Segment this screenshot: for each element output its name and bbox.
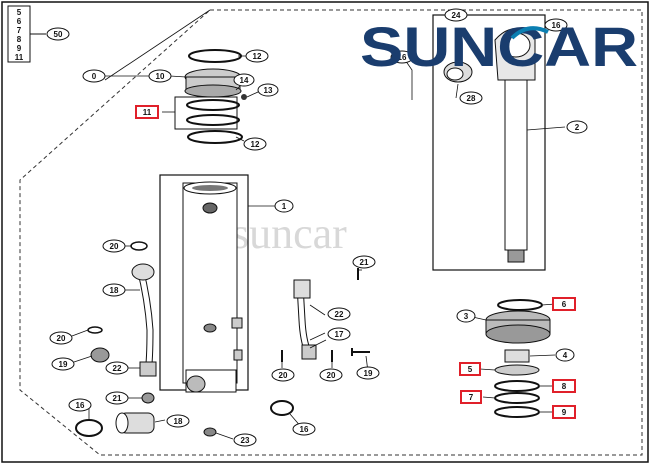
callout-14: 14 xyxy=(233,73,255,87)
callout-16-b: 16 xyxy=(292,422,316,436)
callout-23: 23 xyxy=(233,433,257,447)
callout-19-a: 19 xyxy=(51,357,75,371)
svg-text:13: 13 xyxy=(264,86,273,95)
svg-text:2: 2 xyxy=(575,123,580,132)
callout-20-b: 20 xyxy=(49,331,73,345)
svg-text:24: 24 xyxy=(452,11,461,20)
small-parts xyxy=(75,241,359,437)
legend-item: 7 xyxy=(17,26,22,35)
svg-text:16: 16 xyxy=(398,53,407,62)
suncar-logo: SUNCAR xyxy=(360,15,638,78)
svg-text:20: 20 xyxy=(57,334,66,343)
svg-text:19: 19 xyxy=(59,360,68,369)
legend-box: 5 6 7 8 9 11 50 xyxy=(7,5,70,63)
callout-20-d: 20 xyxy=(319,368,343,382)
callout-18-a: 18 xyxy=(102,283,126,297)
callout-9-highlight: 9 xyxy=(552,405,576,419)
svg-text:23: 23 xyxy=(241,436,250,445)
svg-text:16: 16 xyxy=(552,21,561,30)
assembly-dashed-border xyxy=(19,9,643,456)
callout-22-b: 22 xyxy=(327,307,351,321)
svg-text:12: 12 xyxy=(253,52,262,61)
piston-stack xyxy=(485,299,551,418)
svg-text:5: 5 xyxy=(468,365,473,374)
callout-13: 13 xyxy=(257,83,279,97)
callout-16-d: 16 xyxy=(544,18,568,32)
callout-24: 24 xyxy=(444,8,468,22)
svg-text:22: 22 xyxy=(113,364,122,373)
svg-text:21: 21 xyxy=(113,394,122,403)
svg-text:3: 3 xyxy=(464,312,469,321)
svg-text:16: 16 xyxy=(300,425,309,434)
hoses xyxy=(131,263,370,377)
svg-text:1: 1 xyxy=(282,202,287,211)
callout-12-bottom: 12 xyxy=(243,137,267,151)
callout-19-b: 19 xyxy=(356,366,380,380)
logo-text: SUNCAR xyxy=(360,15,638,78)
callout-22-a: 22 xyxy=(105,361,129,375)
callout-17: 17 xyxy=(327,327,351,341)
callout-20-a: 20 xyxy=(102,239,126,253)
svg-text:20: 20 xyxy=(110,242,119,251)
callout-4: 4 xyxy=(555,348,575,362)
svg-text:17: 17 xyxy=(335,330,344,339)
svg-text:12: 12 xyxy=(251,140,260,149)
leader-lines xyxy=(71,9,566,440)
legend-item: 8 xyxy=(17,35,22,44)
callout-8-highlight: 8 xyxy=(552,379,576,393)
callout-0: 0 xyxy=(82,69,106,83)
legend-item: 11 xyxy=(15,53,24,62)
svg-text:18: 18 xyxy=(174,417,183,426)
callout-11-highlight: 11 xyxy=(135,105,159,119)
logo-swoosh xyxy=(510,26,549,40)
callout-10: 10 xyxy=(148,69,172,83)
watermark: suncar xyxy=(232,209,347,258)
svg-text:19: 19 xyxy=(364,369,373,378)
svg-text:20: 20 xyxy=(279,371,288,380)
callout-1: 1 xyxy=(274,199,294,213)
callout-21-a: 21 xyxy=(105,391,129,405)
callout-20-c: 20 xyxy=(271,368,295,382)
callout-21-b: 21 xyxy=(352,255,376,269)
svg-text:16: 16 xyxy=(76,401,85,410)
callout-6-highlight: 6 xyxy=(552,297,576,311)
svg-text:28: 28 xyxy=(467,94,476,103)
svg-text:9: 9 xyxy=(562,408,567,417)
svg-text:8: 8 xyxy=(562,382,567,391)
svg-text:20: 20 xyxy=(327,371,336,380)
callout-16-a: 16 xyxy=(68,398,92,412)
callouts: 0 10 12 14 13 11 12 1 20 18 20 19 22 21 … xyxy=(49,8,588,447)
svg-text:22: 22 xyxy=(335,310,344,319)
svg-text:10: 10 xyxy=(156,72,165,81)
callout-7-highlight: 7 xyxy=(460,390,482,404)
svg-text:4: 4 xyxy=(563,351,568,360)
callout-5-highlight: 5 xyxy=(459,362,481,376)
legend-item: 5 xyxy=(17,8,22,17)
callout-28: 28 xyxy=(459,91,483,105)
piston-rod xyxy=(432,14,546,271)
callout-12-top: 12 xyxy=(245,49,269,63)
svg-text:14: 14 xyxy=(240,76,249,85)
svg-text:21: 21 xyxy=(360,258,369,267)
gland-top xyxy=(174,49,247,144)
svg-text:7: 7 xyxy=(469,393,474,402)
callout-3: 3 xyxy=(456,309,476,323)
svg-text:0: 0 xyxy=(92,72,97,81)
callout-18-b: 18 xyxy=(166,414,190,428)
callout-50: 50 xyxy=(54,30,63,39)
callout-16-c: 16 xyxy=(390,50,414,64)
legend-item: 6 xyxy=(17,17,22,26)
legend-item: 9 xyxy=(17,44,22,53)
svg-text:11: 11 xyxy=(143,108,152,117)
svg-text:6: 6 xyxy=(562,300,567,309)
svg-text:18: 18 xyxy=(110,286,119,295)
callout-2: 2 xyxy=(566,120,588,134)
cylinder-barrel xyxy=(159,174,249,393)
